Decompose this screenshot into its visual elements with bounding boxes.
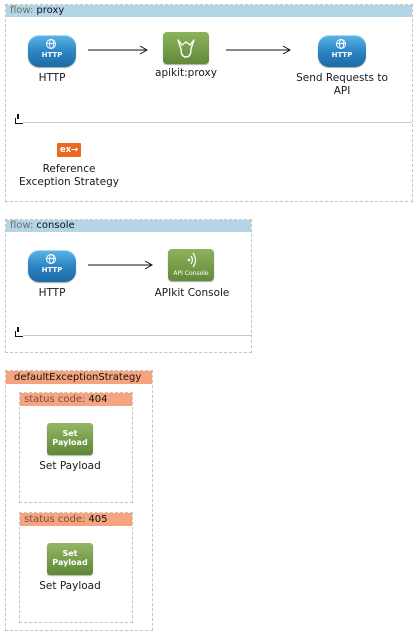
- collapse-toggle-icon[interactable]: [15, 114, 23, 124]
- http-icon-text: HTTP: [331, 51, 353, 59]
- globe-icon: [46, 254, 56, 264]
- status-code-404-header[interactable]: status code:404: [20, 393, 132, 406]
- console-exception-divider: [23, 335, 251, 336]
- status-code-keyword: status code:: [24, 514, 86, 525]
- reference-exception-label-line1: Reference: [42, 163, 96, 175]
- apikit-proxy-icon[interactable]: [163, 32, 209, 64]
- http-listener-icon[interactable]: HTTP: [28, 35, 76, 67]
- exception-strategy-name: defaultExceptionStrategy: [14, 372, 142, 383]
- send-requests-label-line1: Send Requests to: [296, 72, 388, 84]
- http-label: HTTP: [38, 72, 66, 84]
- console-flow-arrow: [88, 260, 154, 270]
- flow-console-header[interactable]: flow:console: [6, 220, 251, 232]
- flow-keyword: flow:: [10, 5, 34, 16]
- globe-icon: [336, 39, 346, 49]
- set-payload-icon[interactable]: Set Payload: [47, 423, 93, 455]
- http-icon-text: HTTP: [41, 266, 63, 274]
- console-http-icon[interactable]: HTTP: [28, 250, 76, 282]
- flow-proxy-container: flow:proxy: [5, 4, 413, 202]
- apikit-proxy-label: apikit:proxy: [155, 67, 217, 79]
- set-payload-icon-line2: Payload: [52, 438, 88, 447]
- set-payload-label: Set Payload: [39, 460, 101, 472]
- reference-exception-label: Reference Exception Strategy: [10, 163, 128, 189]
- set-payload-icon-line2: Payload: [52, 558, 88, 567]
- send-requests-http-icon[interactable]: HTTP: [318, 35, 366, 67]
- apikit-proxy-glyph-icon: [177, 39, 195, 58]
- set-payload-icon[interactable]: Set Payload: [47, 543, 93, 575]
- arrowhead-icon: [144, 260, 154, 270]
- api-console-icon-text: API Console: [173, 270, 209, 277]
- flow-console-name: console: [36, 220, 75, 231]
- status-code-value: 404: [88, 394, 108, 405]
- set-payload-icon-line1: Set: [62, 549, 78, 558]
- flow-keyword: flow:: [10, 220, 34, 231]
- status-code-405-container: status code:405: [19, 512, 133, 623]
- flow-console-container: flow:console: [5, 219, 252, 353]
- send-requests-label-line2: API: [333, 85, 351, 97]
- apikit-console-icon[interactable]: API Console: [168, 249, 214, 281]
- collapse-toggle-icon[interactable]: [15, 327, 23, 337]
- status-code-value: 405: [88, 514, 108, 525]
- set-payload-label: Set Payload: [39, 580, 101, 592]
- flow-proxy-name: proxy: [36, 5, 65, 16]
- send-requests-label: Send Requests to API: [282, 72, 402, 98]
- arrowhead-icon: [139, 45, 149, 55]
- exception-strategy-container: defaultExceptionStrategy: [5, 370, 153, 631]
- exception-divider: [23, 122, 412, 123]
- set-payload-icon-line1: Set: [62, 429, 78, 438]
- proxy-flow-arrows: [88, 45, 292, 55]
- status-code-405-header[interactable]: status code:405: [20, 513, 132, 526]
- console-http-label: HTTP: [38, 287, 66, 299]
- reference-exception-icon[interactable]: ex→: [57, 143, 81, 157]
- reference-exception-label-line2: Exception Strategy: [18, 176, 119, 188]
- exception-strategy-header[interactable]: defaultExceptionStrategy: [6, 371, 152, 384]
- arrowhead-icon: [282, 45, 292, 55]
- status-code-404-container: status code:404: [19, 392, 133, 503]
- signal-waves-icon: [187, 252, 197, 268]
- status-code-keyword: status code:: [24, 394, 86, 405]
- apikit-console-label: APIkit Console: [154, 287, 230, 299]
- flow-proxy-header[interactable]: flow:proxy: [6, 5, 412, 17]
- http-icon-text: HTTP: [41, 51, 63, 59]
- globe-icon: [46, 39, 56, 49]
